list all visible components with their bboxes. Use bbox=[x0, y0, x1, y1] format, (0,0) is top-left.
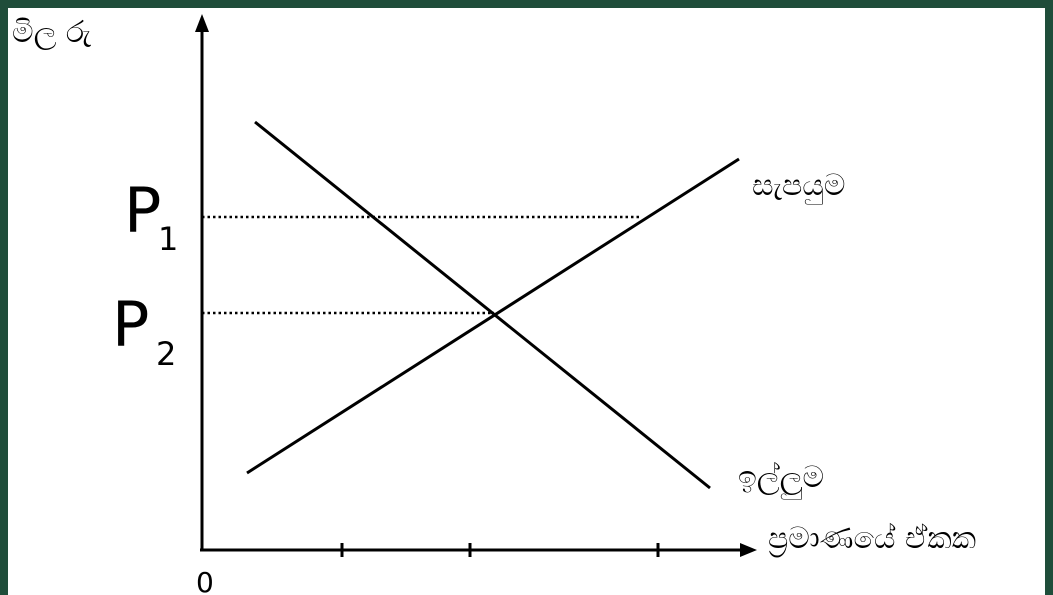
supply-label: සැපයුම bbox=[752, 168, 845, 205]
p2-subscript: 2 bbox=[156, 335, 176, 373]
x-axis-arrowhead bbox=[740, 543, 757, 557]
demand-label: ඉල්ලුම bbox=[738, 460, 824, 500]
diagram-canvas: මිල රු ප්‍රමාණයේ ඒකක 0 සැපයුම ඉල්ලුම P 1… bbox=[8, 8, 1045, 595]
x-axis-label: ප්‍රමාණයේ ඒකක bbox=[768, 521, 976, 557]
y-axis-arrowhead bbox=[195, 14, 209, 32]
p1-letter: P bbox=[124, 174, 161, 247]
p2-letter: P bbox=[112, 288, 149, 361]
demand-curve bbox=[254, 120, 711, 490]
supply-demand-diagram: මිල රු ප්‍රමාණයේ ඒකක 0 සැපයුම ඉල්ලුම P 1… bbox=[12, 14, 976, 595]
supply-curve bbox=[246, 157, 740, 475]
y-axis-label: මිල රු bbox=[12, 15, 92, 50]
origin-label: 0 bbox=[196, 566, 214, 595]
p1-subscript: 1 bbox=[158, 220, 178, 258]
